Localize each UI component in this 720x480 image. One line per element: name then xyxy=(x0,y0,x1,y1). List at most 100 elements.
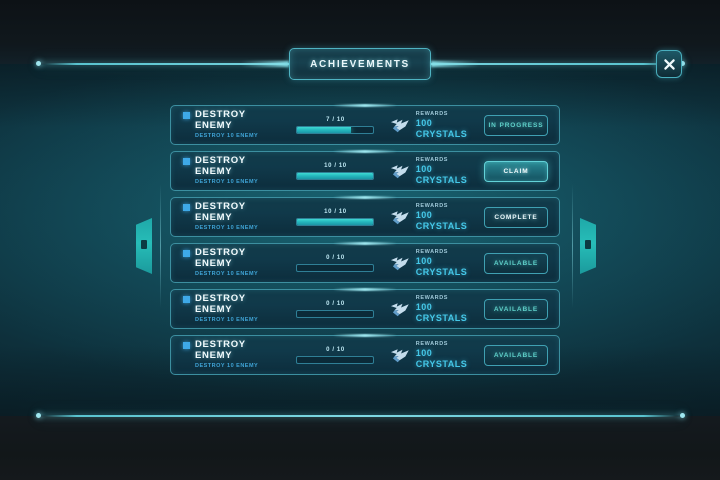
status-button[interactable]: IN PROGRESS xyxy=(484,114,548,136)
achievement-subtitle: DESTROY 10 ENEMY xyxy=(195,179,259,185)
achievement-row[interactable]: DESTROY ENEMY DESTROY 10 ENEMY 10 / 10 R… xyxy=(170,151,560,191)
progress-counter: 0 / 10 xyxy=(326,300,345,307)
title-wing-right xyxy=(431,61,479,67)
reward-label: REWARDS xyxy=(415,248,449,255)
achievement-title: DESTROY ENEMY xyxy=(195,339,246,361)
bird-wing-icon xyxy=(390,211,409,225)
reward-label: REWARDS xyxy=(415,294,449,301)
divider-bottom-cap-left xyxy=(36,413,41,418)
achievement-title: DESTROY ENEMY xyxy=(195,155,246,177)
achievement-action-block: IN PROGRESS xyxy=(484,114,559,136)
reward-value: 100 CRYSTALS xyxy=(415,163,468,185)
divider-top-cap-right xyxy=(680,61,685,66)
bullet-square-icon xyxy=(183,204,190,211)
achievement-reward-block: REWARDS 100 CRYSTALS xyxy=(390,249,484,278)
achievement-row[interactable]: DESTROY ENEMY DESTROY 10 ENEMY 10 / 10 R… xyxy=(170,197,560,237)
achievement-action-block: AVAILABLE xyxy=(484,252,559,274)
reward-value: 100 CRYSTALS xyxy=(415,255,468,277)
achievement-action-block: COMPLETE xyxy=(484,206,559,228)
achievement-title: DESTROY ENEMY xyxy=(195,201,246,223)
achievement-subtitle: DESTROY 10 ENEMY xyxy=(195,363,259,369)
progress-bar xyxy=(296,171,375,180)
progress-counter: 10 / 10 xyxy=(324,162,347,169)
achievement-title: DESTROY ENEMY xyxy=(195,109,246,131)
achievement-reward-block: REWARDS 100 CRYSTALS xyxy=(390,111,484,140)
achievement-title-block: DESTROY ENEMY DESTROY 10 ENEMY xyxy=(171,339,281,371)
achievement-row[interactable]: DESTROY ENEMY DESTROY 10 ENEMY 7 / 10 RE… xyxy=(170,105,560,145)
close-icon xyxy=(663,58,675,70)
progress-bar xyxy=(296,355,375,364)
bullet-square-icon xyxy=(183,342,190,349)
side-tab-left-line xyxy=(160,184,161,308)
progress-bar xyxy=(296,217,375,226)
status-button[interactable]: CLAIM xyxy=(484,160,548,182)
achievement-progress-block: 10 / 10 xyxy=(281,209,389,226)
progress-bar-fill xyxy=(297,218,374,225)
divider-bottom xyxy=(38,415,682,417)
achievement-reward-block: REWARDS 100 CRYSTALS xyxy=(390,157,484,186)
progress-counter: 7 / 10 xyxy=(326,116,345,123)
achievement-subtitle: DESTROY 10 ENEMY xyxy=(195,133,259,139)
achievement-row[interactable]: DESTROY ENEMY DESTROY 10 ENEMY 0 / 10 RE… xyxy=(170,335,560,375)
achievement-title-block: DESTROY ENEMY DESTROY 10 ENEMY xyxy=(171,109,281,141)
bullet-square-icon xyxy=(183,250,190,257)
title-banner: ACHIEVEMENTS xyxy=(241,48,479,80)
bird-wing-icon xyxy=(390,349,409,363)
side-tab-right-line xyxy=(572,184,573,308)
reward-label: REWARDS xyxy=(415,202,449,209)
progress-counter: 0 / 10 xyxy=(326,254,345,261)
side-tab-left-nub xyxy=(141,240,147,249)
bird-wing-icon xyxy=(390,165,409,179)
achievement-list: DESTROY ENEMY DESTROY 10 ENEMY 7 / 10 RE… xyxy=(170,105,560,381)
achievement-title: DESTROY ENEMY xyxy=(195,247,246,269)
page-title: ACHIEVEMENTS xyxy=(310,58,410,70)
achievement-progress-block: 0 / 10 xyxy=(281,347,389,364)
divider-top-cap-left xyxy=(36,61,41,66)
achievement-title-block: DESTROY ENEMY DESTROY 10 ENEMY xyxy=(171,155,281,187)
background-bottom-bar xyxy=(0,416,720,480)
side-tab-right-blade xyxy=(580,218,596,274)
reward-label: REWARDS xyxy=(415,156,449,163)
progress-bar-fill xyxy=(297,126,351,133)
achievement-action-block: AVAILABLE xyxy=(484,344,559,366)
achievement-progress-block: 0 / 10 xyxy=(281,255,389,272)
bullet-square-icon xyxy=(183,158,190,165)
achievement-row[interactable]: DESTROY ENEMY DESTROY 10 ENEMY 0 / 10 RE… xyxy=(170,243,560,283)
achievement-progress-block: 10 / 10 xyxy=(281,163,389,180)
reward-label: REWARDS xyxy=(415,340,449,347)
achievement-action-block: AVAILABLE xyxy=(484,298,559,320)
title-box: ACHIEVEMENTS xyxy=(289,48,431,80)
achievement-reward-block: REWARDS 100 CRYSTALS xyxy=(390,341,484,370)
side-tab-right-nub xyxy=(585,240,591,249)
status-button[interactable]: AVAILABLE xyxy=(484,252,548,274)
reward-value: 100 CRYSTALS xyxy=(415,347,468,369)
divider-bottom-cap-right xyxy=(680,413,685,418)
achievement-action-block: CLAIM xyxy=(484,160,559,182)
achievement-title-block: DESTROY ENEMY DESTROY 10 ENEMY xyxy=(171,247,281,279)
reward-label: REWARDS xyxy=(415,110,449,117)
status-button[interactable]: COMPLETE xyxy=(484,206,548,228)
side-tab-right xyxy=(572,184,596,308)
progress-bar xyxy=(296,263,375,272)
status-button[interactable]: AVAILABLE xyxy=(484,344,548,366)
progress-bar xyxy=(296,125,375,134)
side-tab-left-blade xyxy=(136,218,152,274)
bullet-square-icon xyxy=(183,112,190,119)
reward-value: 100 CRYSTALS xyxy=(415,117,468,139)
side-tab-left xyxy=(136,184,161,308)
progress-counter: 0 / 10 xyxy=(326,346,345,353)
achievement-subtitle: DESTROY 10 ENEMY xyxy=(195,225,259,231)
achievement-progress-block: 7 / 10 xyxy=(281,117,389,134)
achievement-row[interactable]: DESTROY ENEMY DESTROY 10 ENEMY 0 / 10 RE… xyxy=(170,289,560,329)
bird-wing-icon xyxy=(390,303,409,317)
close-button[interactable] xyxy=(656,50,682,78)
reward-value: 100 CRYSTALS xyxy=(415,301,468,323)
achievement-subtitle: DESTROY 10 ENEMY xyxy=(195,317,259,323)
title-wing-left xyxy=(241,61,289,67)
achievement-reward-block: REWARDS 100 CRYSTALS xyxy=(390,295,484,324)
status-button[interactable]: AVAILABLE xyxy=(484,298,548,320)
progress-bar-fill xyxy=(297,172,374,179)
progress-bar xyxy=(296,309,375,318)
progress-counter: 10 / 10 xyxy=(324,208,347,215)
